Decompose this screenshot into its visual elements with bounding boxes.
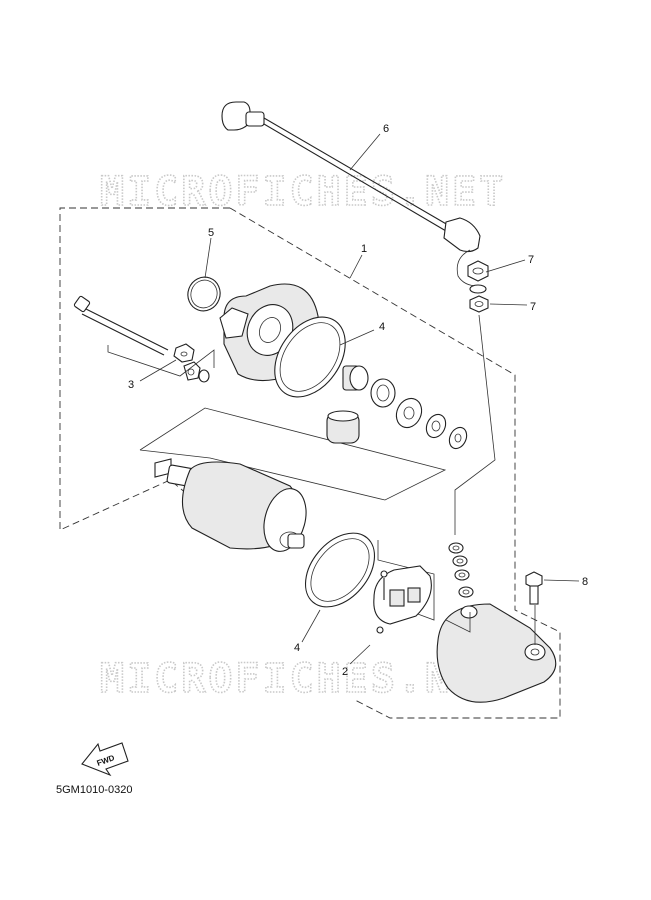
leader-1: [349, 254, 363, 279]
callout-4-lower: 4: [294, 642, 300, 654]
leader-7b: [489, 303, 528, 306]
washer-1: [395, 397, 423, 429]
washer-3: [448, 426, 468, 450]
callout-8: 8: [582, 576, 588, 588]
brush-holder: [373, 565, 432, 634]
diagram-code: 5GM1010-0320: [56, 784, 133, 796]
callout-3: 3: [128, 379, 134, 391]
through-bolt: [73, 295, 210, 383]
bolt-8: [525, 571, 543, 605]
callout-6: 6: [383, 123, 389, 135]
callout-4-upper: 4: [379, 321, 385, 333]
o-ring-upper: [274, 316, 346, 398]
nut-guide-line: [454, 314, 496, 535]
callout-7-upper: 7: [528, 254, 534, 266]
callout-2: 2: [342, 666, 348, 678]
bolt-bracket: [107, 345, 215, 377]
leader-3: [139, 359, 177, 382]
washer-col-2: [452, 555, 468, 567]
callout-5: 5: [208, 227, 214, 239]
internal-parts-box: [139, 407, 447, 501]
watermark-top: MICROFICHES.NET: [100, 169, 506, 215]
o-ring-lower: [304, 532, 376, 608]
rear-cover: [436, 603, 557, 703]
washer-col-4: [458, 586, 474, 598]
leader-7a: [485, 259, 526, 273]
motor-yoke: [154, 458, 307, 552]
needle-bearing: [342, 365, 369, 391]
bearing-cup: [370, 378, 396, 408]
fwd-arrow-icon: FWD: [81, 742, 129, 777]
leader-2: [349, 644, 371, 665]
leader-4a: [339, 329, 375, 346]
washer-col-1: [448, 542, 464, 554]
watermark-bottom: MICROFICHES.NET: [100, 656, 506, 702]
assembly-boundary-right: [229, 207, 561, 719]
leader-8: [543, 579, 580, 582]
callout-7-lower: 7: [530, 301, 536, 313]
nut-lower: [469, 295, 489, 313]
leader-6: [349, 133, 381, 171]
assembly-boundary: [59, 207, 230, 531]
leader-4b: [301, 609, 321, 643]
callout-1: 1: [361, 243, 367, 255]
o-ring-small: [187, 276, 221, 312]
starter-lead-wire: [221, 101, 481, 287]
nut-upper: [467, 260, 489, 294]
washer-col-3: [454, 569, 470, 581]
washer-2: [425, 413, 447, 439]
leader-5: [204, 237, 212, 279]
